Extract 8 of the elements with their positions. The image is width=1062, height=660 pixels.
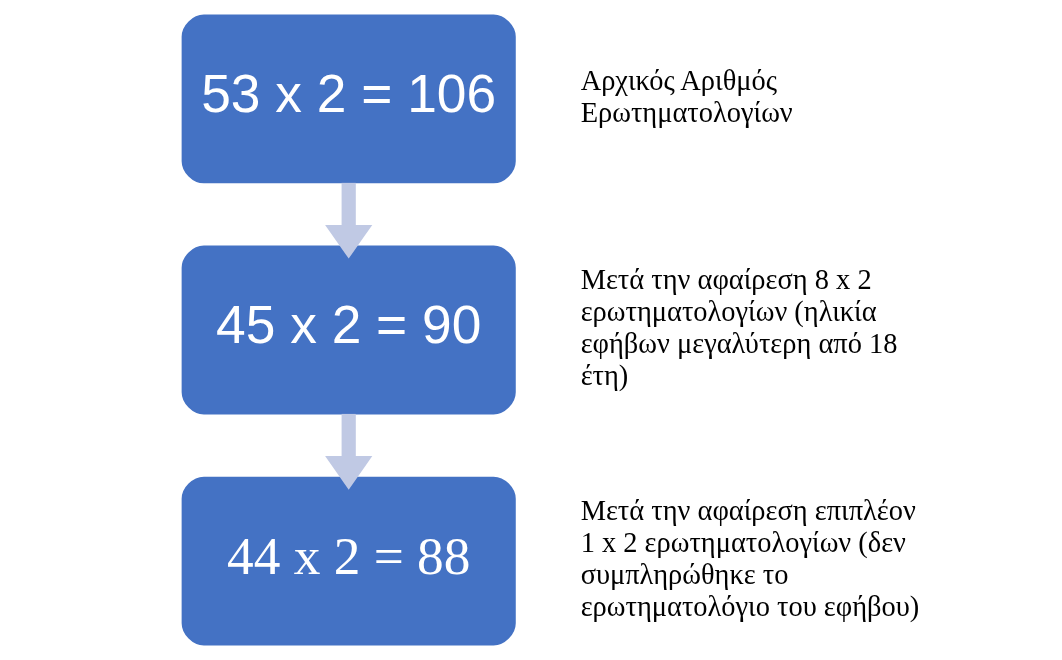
node-label: Μετά την αφαίρεση επιπλέον 1 x 2 ερωτηματολογίων (δεν συμπληρώθηκε το ερωτηματολόγιο του εφήβου) <box>580 494 919 622</box>
node-label: Μετά την αφαίρεση 8 x 2 ερωτηματολογίων (ηλικία εφήβων μεγαλύτερη από 18 έτη) <box>580 263 897 391</box>
node-label: Αρχικός Αριθμός Ερωτηματολογίων <box>580 64 793 128</box>
arrow <box>324 413 372 490</box>
arrow <box>324 182 372 259</box>
node-box: 45 x 2 = 90 <box>181 245 516 415</box>
node-box: 44 x 2 = 88 <box>181 476 516 646</box>
node-box: 53 x 2 = 106 <box>181 14 516 184</box>
